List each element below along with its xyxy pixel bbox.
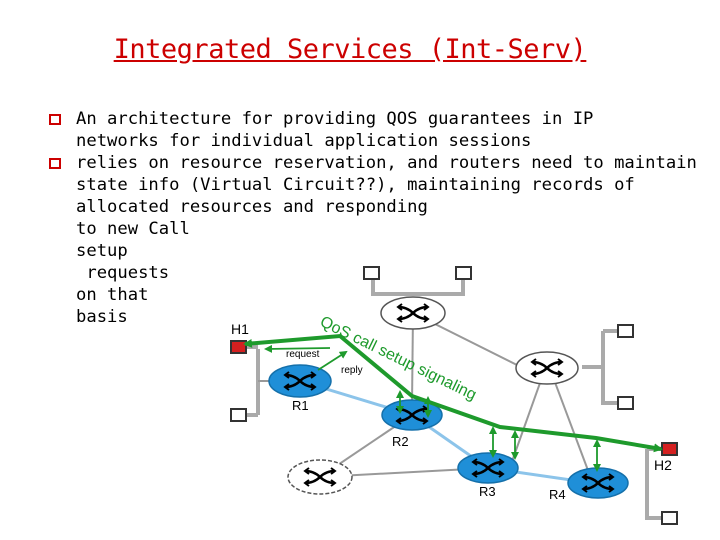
signaling-line	[243, 333, 663, 453]
router-right	[515, 351, 579, 385]
label-h1: H1	[231, 321, 249, 337]
bullet-line: relies on resource reservation, and rout…	[76, 153, 697, 173]
router-r3	[457, 452, 519, 484]
bullet-item-architecture: An architecture for providing QOS guaran…	[48, 108, 688, 152]
host-right-top	[617, 324, 634, 338]
bullet-line: setup	[76, 241, 128, 261]
lan-left-stubs	[240, 345, 258, 417]
bullet-line: networks for individual application sess…	[76, 131, 532, 151]
bullet-line: state info (Virtual Circuit??), maintain…	[76, 175, 635, 195]
router-white-bottom	[287, 459, 353, 495]
host-right-bottom	[617, 396, 634, 410]
host-bottom-right	[661, 511, 678, 525]
bullet-line: allocated resources and responding	[76, 197, 428, 217]
bullet-line: An architecture for providing QOS guaran…	[76, 109, 594, 129]
host-left-bottom	[230, 408, 247, 422]
label-r1: R1	[292, 398, 309, 413]
checkbox-bullet-icon	[49, 114, 61, 125]
router-top	[380, 296, 446, 330]
router-r4	[567, 467, 629, 499]
bullet-line: on that	[76, 285, 149, 305]
bullet-line: requests	[76, 263, 170, 283]
bullet-line: to new Call	[76, 219, 190, 239]
host-top-right	[455, 266, 472, 280]
label-r4: R4	[549, 487, 566, 502]
host-h1	[230, 340, 247, 354]
host-top-left	[363, 266, 380, 280]
checkbox-bullet-icon	[49, 158, 61, 169]
bullet-item-reservation: relies on resource reservation, and rout…	[48, 152, 697, 328]
label-request: request	[286, 349, 320, 360]
label-h2: H2	[654, 457, 672, 473]
router-r1	[268, 364, 332, 398]
label-r2: R2	[392, 434, 409, 449]
label-reply: reply	[341, 365, 363, 376]
link-right-r4	[549, 368, 593, 482]
bullet-line: basis	[76, 307, 128, 327]
host-h2	[661, 442, 678, 456]
slide-title: Integrated Services (Int-Serv)	[113, 34, 587, 65]
lan-top	[371, 275, 465, 296]
bullet-list: An architecture for providing QOS guaran…	[48, 108, 697, 328]
label-r3: R3	[479, 484, 496, 499]
lan-right	[601, 329, 625, 405]
request-arrow	[264, 344, 331, 353]
reply-arrow	[317, 350, 348, 371]
signaling-path	[243, 333, 663, 472]
